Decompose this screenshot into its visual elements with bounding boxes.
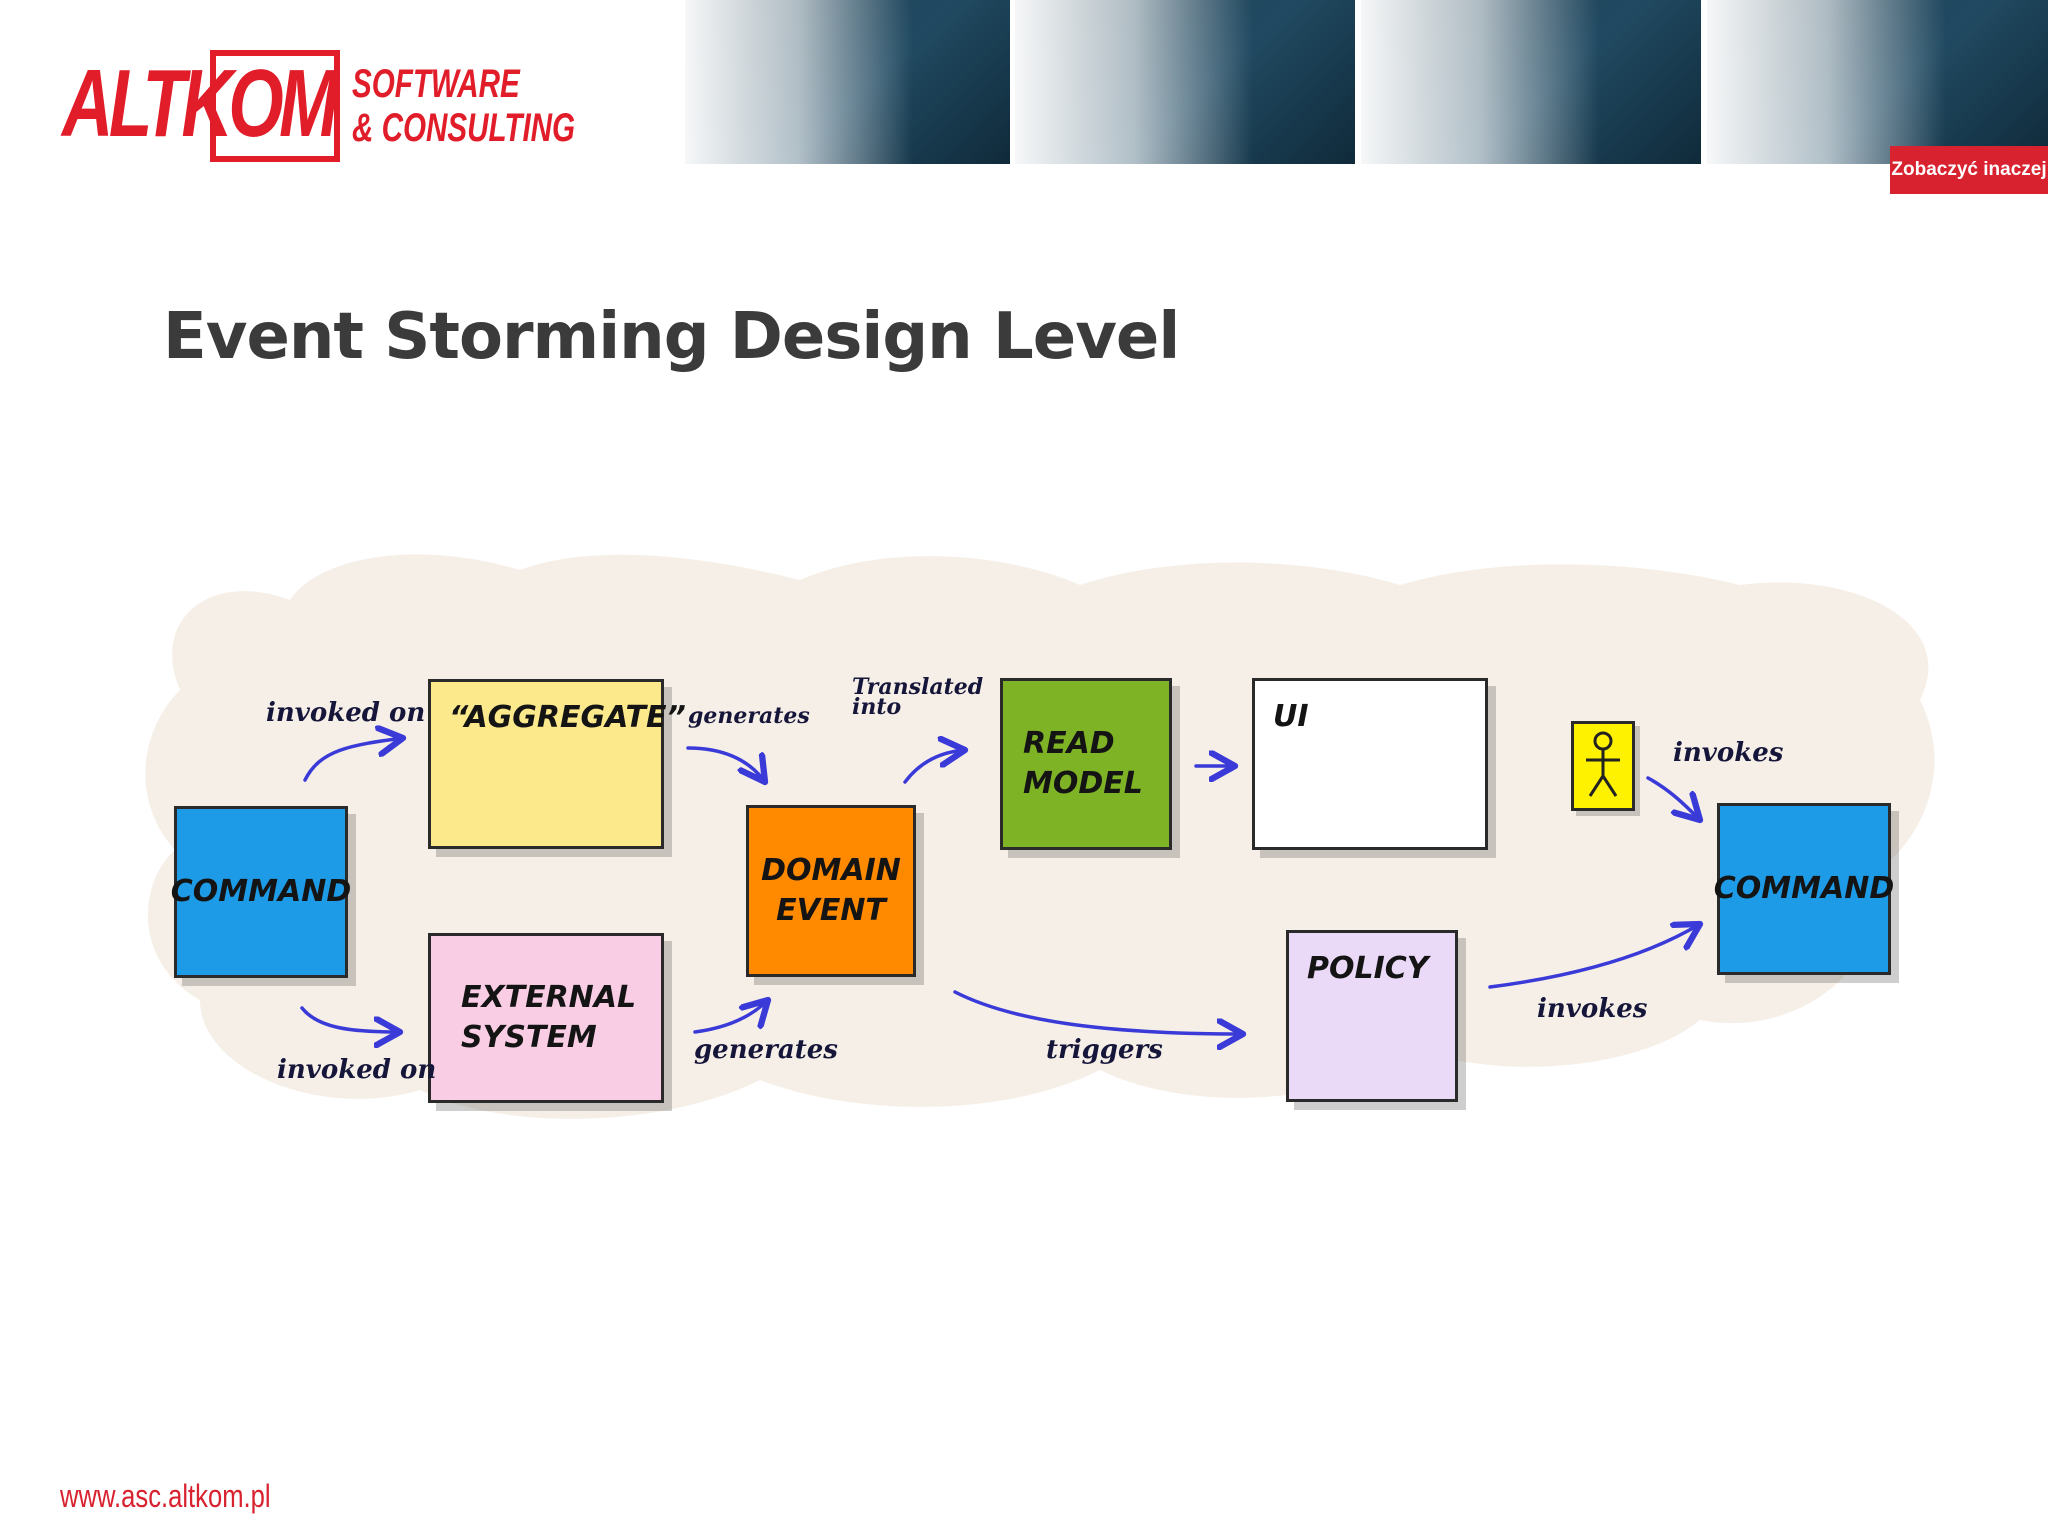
label-generates-bottom: generates xyxy=(694,1035,838,1065)
banner-panel-4 xyxy=(1707,0,2048,164)
logo-main-text: ALTKOM xyxy=(62,50,338,157)
label-translated-into: Translated into xyxy=(852,674,984,720)
actor-note xyxy=(1571,721,1635,811)
logo-frame xyxy=(210,50,340,162)
note-read-model: READ MODEL xyxy=(1000,678,1172,850)
label-generates-top: generates xyxy=(688,703,810,729)
arrow-policy-to-command xyxy=(1488,924,1700,989)
note-domain-event: DOMAIN EVENT xyxy=(746,805,916,977)
arrow-command-to-external xyxy=(300,1006,400,1032)
arrow-external-to-event xyxy=(693,1000,768,1034)
header-banner xyxy=(685,0,2048,166)
tagline-badge: Zobaczyć inaczej xyxy=(1890,146,2048,194)
note-ui: UI xyxy=(1252,678,1488,850)
stick-figure-icon xyxy=(1586,731,1620,797)
page-title: Event Storming Design Level xyxy=(163,300,1180,374)
arrow-aggregate-to-event xyxy=(686,746,765,782)
banner-panel-1 xyxy=(685,0,1010,164)
label-invoked-on-bottom: invoked on xyxy=(277,1055,437,1085)
arrow-actor-to-command xyxy=(1646,776,1700,820)
note-policy: POLICY xyxy=(1286,930,1458,1102)
note-command-right: COMMAND xyxy=(1714,803,1894,975)
note-aggregate: “AGGREGATE” xyxy=(428,679,686,849)
banner-panel-3 xyxy=(1361,0,1701,164)
company-logo: ALTKOM SOFTWARE & CONSULTING xyxy=(62,46,575,166)
logo-sub-text: SOFTWARE & CONSULTING xyxy=(352,62,575,150)
arrow-event-to-policy xyxy=(953,990,1243,1034)
label-invokes-policy: invokes xyxy=(1537,994,1648,1024)
footer-url: www.asc.altkom.pl xyxy=(60,1478,271,1514)
logo-sub-line-1: SOFTWARE xyxy=(352,62,520,106)
arrow-event-to-readmodel xyxy=(903,750,965,784)
logo-sub-line-2: & CONSULTING xyxy=(352,106,576,150)
note-external-system: EXTERNAL SYSTEM xyxy=(428,933,664,1103)
label-invokes-actor: invokes xyxy=(1673,738,1784,768)
label-invoked-on-top: invoked on xyxy=(266,698,426,728)
arrow-command-to-aggregate xyxy=(303,738,403,782)
note-command-left: COMMAND xyxy=(171,806,351,978)
banner-panel-2 xyxy=(1015,0,1355,164)
label-triggers: triggers xyxy=(1046,1035,1163,1065)
